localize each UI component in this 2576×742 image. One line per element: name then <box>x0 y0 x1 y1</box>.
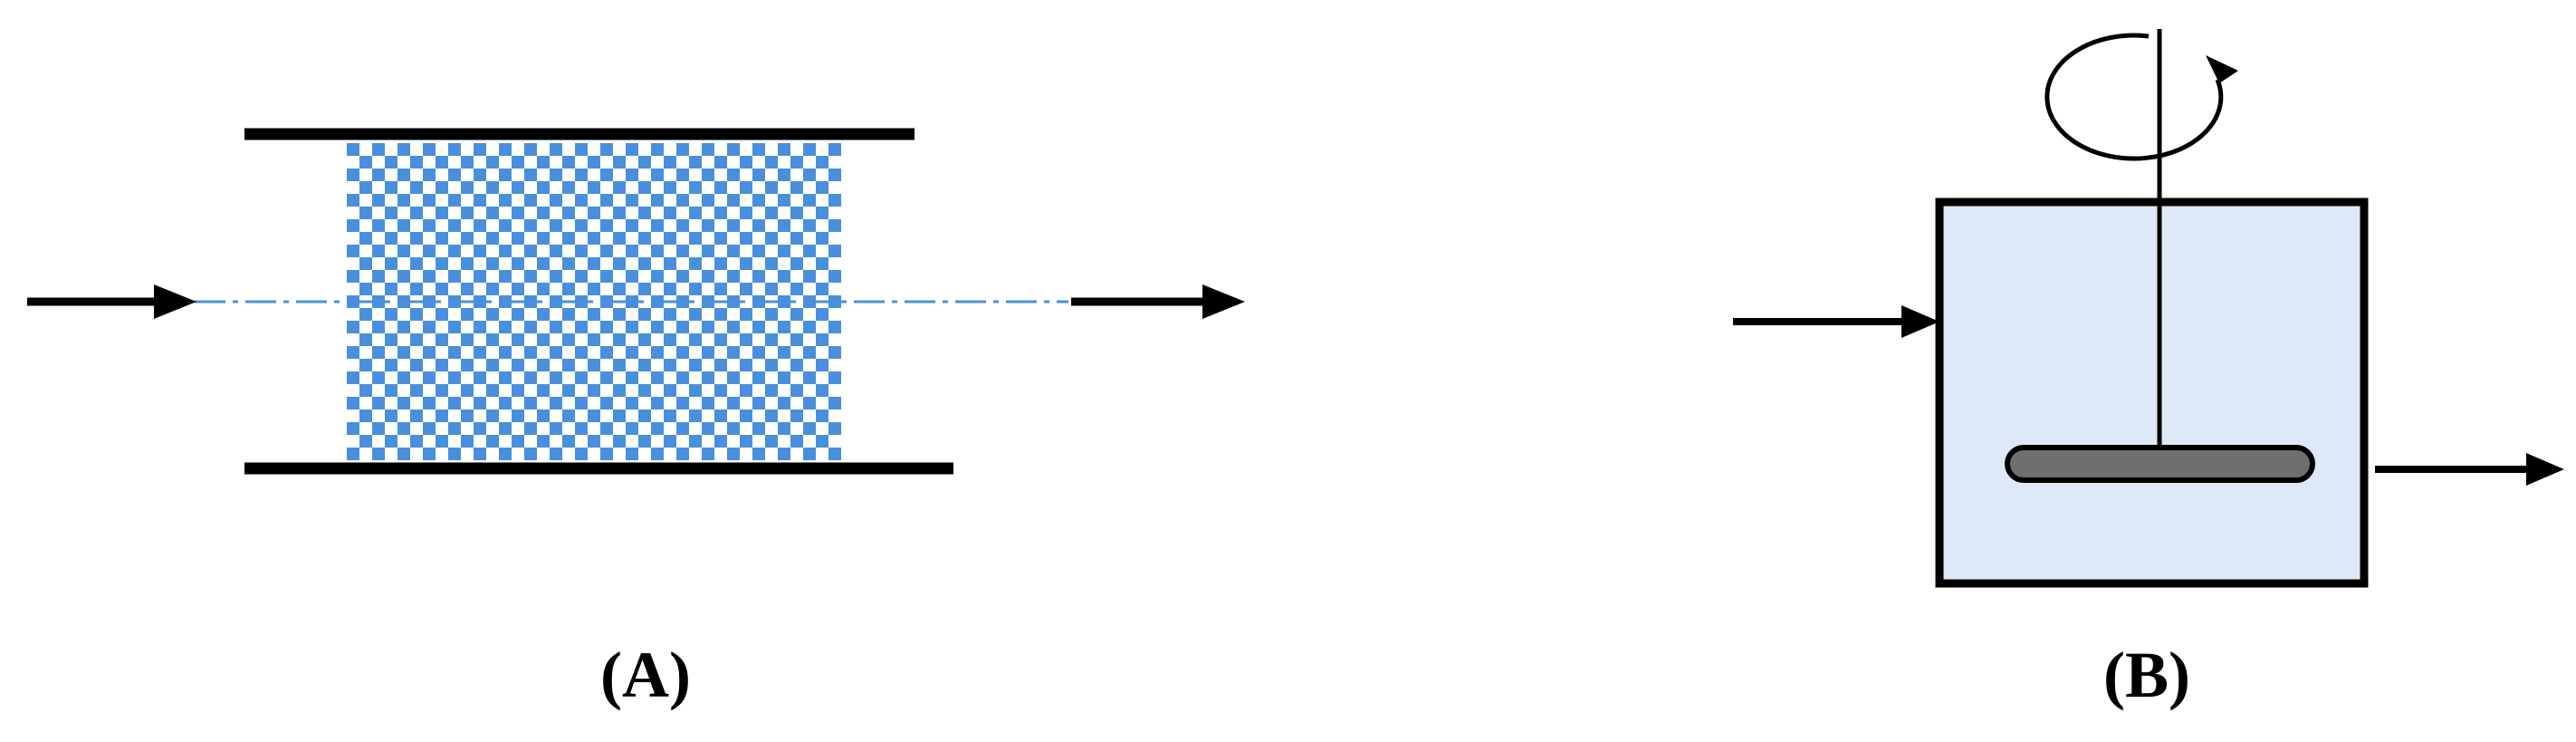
panel-b-label: (B) <box>2103 639 2190 711</box>
tank-body <box>1935 198 2369 588</box>
panel-a-label: (A) <box>600 639 691 711</box>
rotation-arrow-icon <box>2045 33 2238 161</box>
impeller-blade <box>2005 445 2315 483</box>
stirred-tank-reactor <box>1733 29 2564 588</box>
packed-bed-reactor <box>27 128 1245 475</box>
feed-inlet-arrow <box>1733 305 1939 338</box>
inlet-arrow <box>27 284 196 319</box>
outlet-arrow <box>1071 284 1245 319</box>
product-outlet-arrow <box>2375 453 2564 486</box>
